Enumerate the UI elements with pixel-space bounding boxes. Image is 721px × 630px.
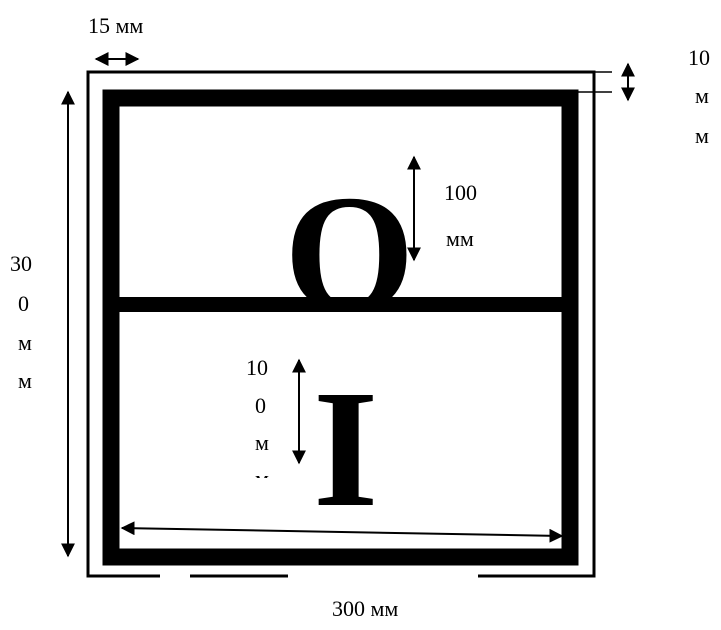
width-label: 300 мм <box>332 596 399 621</box>
bottom-letter: I <box>313 356 379 542</box>
bottom-letter-label-3: м <box>255 430 269 455</box>
outer-frame-gap-left <box>160 573 190 581</box>
height-label-2: 0 <box>18 291 29 316</box>
border-label-3: м <box>695 123 709 148</box>
bottom-letter-label-4: м <box>255 468 269 478</box>
margin-label: 15 мм <box>88 13 144 38</box>
top-letter: O <box>284 161 415 347</box>
inner-frame <box>102 89 579 566</box>
outer-frame-gap-right <box>288 573 478 581</box>
border-label-2: м <box>695 83 709 108</box>
top-letter-label-2: мм <box>446 226 474 251</box>
height-label-4: м <box>18 368 32 393</box>
divider-bar <box>111 297 570 312</box>
bottom-letter-label-2: 0 <box>255 393 266 418</box>
bottom-letter-label-1: 10 <box>246 355 268 380</box>
width-arrow <box>120 521 564 543</box>
height-label-1: 30 <box>10 251 32 276</box>
top-letter-label-1: 100 <box>444 180 477 205</box>
height-label-3: м <box>18 330 32 355</box>
top-letter-crop <box>270 312 410 342</box>
border-label-1: 10 <box>688 45 710 70</box>
